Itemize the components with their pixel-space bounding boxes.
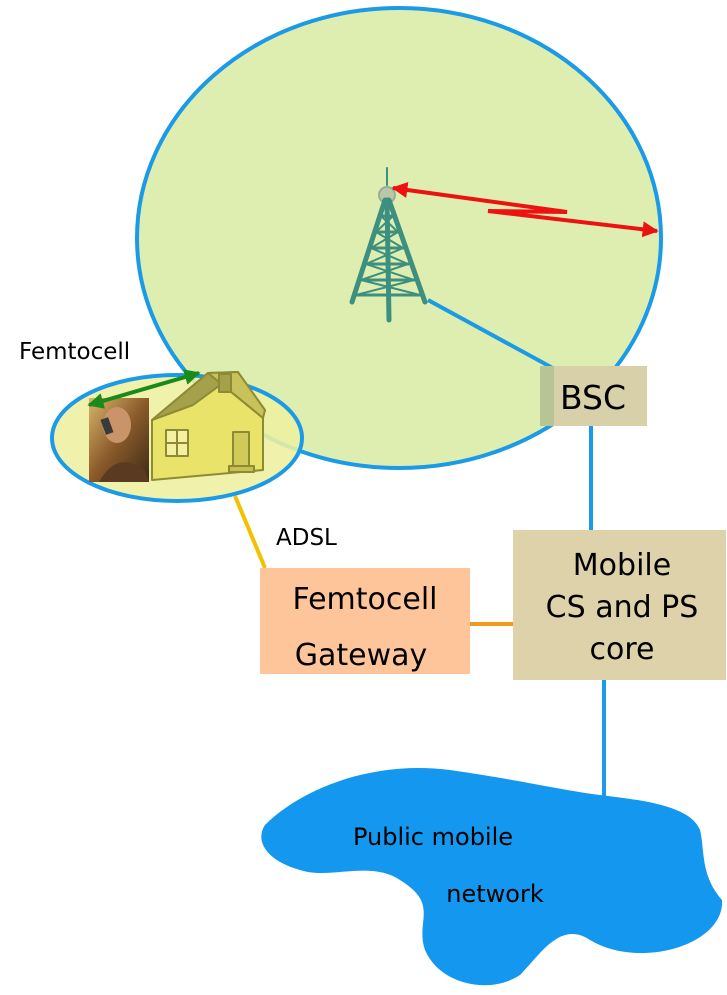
- core-label-line3: core: [590, 632, 655, 667]
- femtocell-gateway-box: [260, 568, 470, 674]
- cell-tower-icon: [349, 167, 428, 323]
- core-label-line2: CS and PS: [546, 590, 699, 625]
- bsc-box-overlap: [540, 366, 554, 426]
- mobile-core-box: [513, 530, 726, 680]
- adsl-line: [233, 495, 267, 569]
- gateway-label-line2: Gateway: [295, 638, 428, 673]
- public-network-label-line1: Public mobile: [353, 823, 513, 851]
- radio-link-arrow: [391, 182, 659, 238]
- public-network-label-line2: network: [446, 880, 544, 908]
- core-label-line1: Mobile: [573, 548, 671, 583]
- person-on-phone-image: [89, 398, 149, 482]
- bsc-label: BSC: [560, 378, 626, 417]
- macrocell-coverage: [135, 6, 663, 470]
- bsc-box: [540, 366, 647, 426]
- femtocell-label: Femtocell: [19, 339, 130, 365]
- femto-link-arrow: [87, 369, 201, 409]
- public-network-cloud: [261, 768, 723, 986]
- tower-bsc-link: [427, 298, 561, 374]
- gateway-label-line1: Femtocell: [292, 582, 437, 617]
- adsl-label: ADSL: [276, 525, 337, 551]
